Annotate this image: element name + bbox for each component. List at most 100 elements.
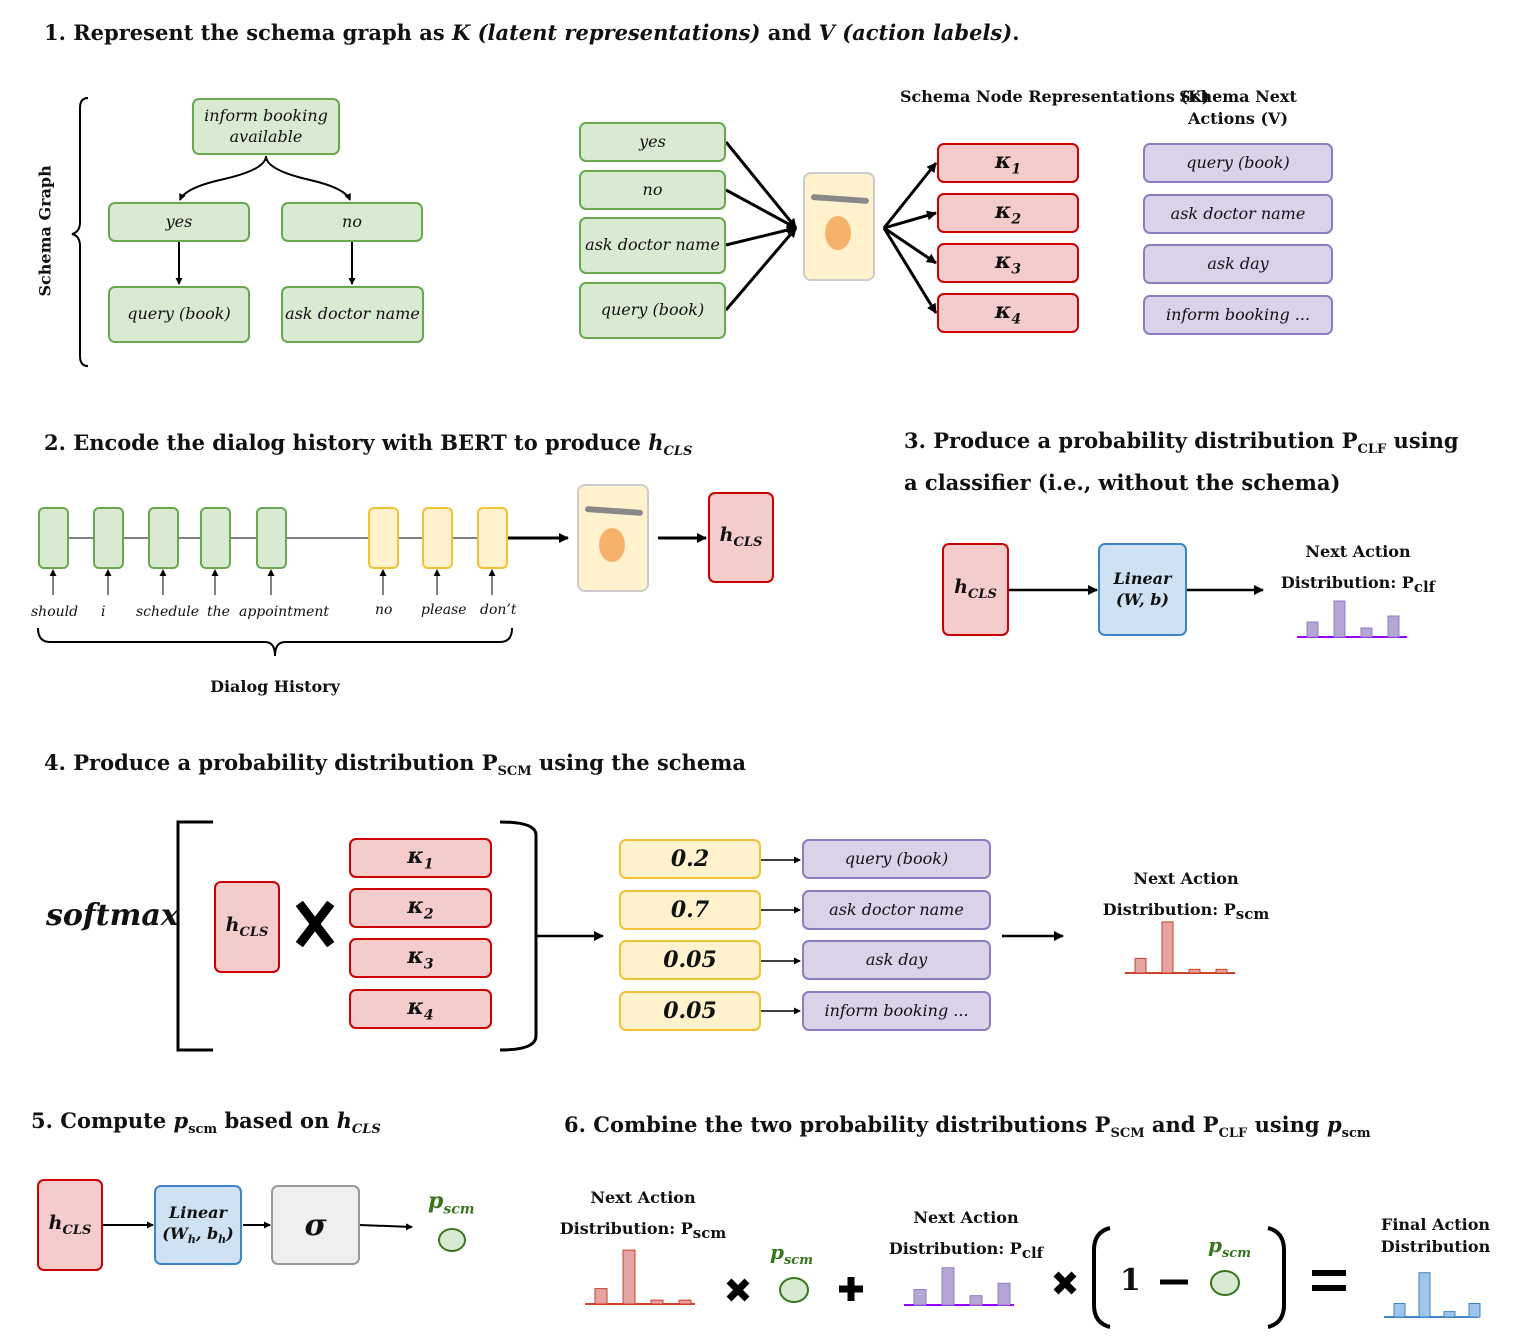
chart-bar	[997, 1282, 1011, 1306]
score-box: 0.05	[619, 991, 761, 1031]
sigmoid-box: σ	[271, 1185, 360, 1265]
bert-encoder-icon	[803, 172, 875, 281]
input-node-query-book: query (book)	[579, 282, 726, 339]
chart-bar	[1333, 600, 1346, 638]
step6-title: 6. Combine the two probability distribut…	[564, 1112, 1371, 1142]
chart-bar	[1468, 1303, 1481, 1318]
graph-node-yes: yes	[108, 202, 250, 242]
action-query-book: query (book)	[1143, 143, 1333, 183]
step2-title: 2. Encode the dialog history with BERT t…	[44, 430, 693, 460]
pscm-label: pscm	[770, 1240, 813, 1268]
plus-icon	[839, 1277, 863, 1301]
schema-graph-brace	[71, 97, 89, 367]
scm-distribution-chart	[1125, 921, 1235, 974]
dialog-history-brace	[37, 627, 513, 657]
chart-bar	[1443, 1311, 1456, 1318]
multiply-icon	[295, 900, 335, 948]
close-paren	[1267, 1226, 1286, 1329]
token-box	[200, 507, 231, 569]
scm-dist-label: Next Action Distribution: Pscm	[1102, 869, 1270, 924]
kappa-1: κ1	[937, 143, 1079, 183]
token-word: schedule	[136, 604, 200, 620]
kappa-1: κ1	[349, 838, 492, 878]
chart-bar	[913, 1289, 927, 1306]
action-ask-doctor: ask doctor name	[802, 890, 991, 930]
pscm-label: pscm	[428, 1188, 475, 1218]
chart-bar	[1161, 921, 1174, 974]
k-header: Schema Node Representations (K)	[900, 87, 1210, 106]
token-word: i	[101, 604, 106, 620]
scm-distribution-chart-step6	[585, 1249, 695, 1305]
token-word: should	[31, 604, 79, 620]
chart-bar	[1387, 615, 1400, 638]
step3-title: 3. Produce a probability distribution PC…	[904, 428, 1459, 496]
step1-title: 1. Represent the schema graph as K (late…	[44, 20, 1020, 45]
equals-icon	[1312, 1270, 1346, 1291]
score-box: 0.05	[619, 940, 761, 980]
kappa-3: κ3	[937, 243, 1079, 283]
multiply-icon	[726, 1278, 750, 1302]
score-box: 0.2	[619, 839, 761, 879]
graph-edge	[265, 155, 351, 201]
linear-layer-box: Linear (Wh, bh)	[154, 1185, 242, 1265]
kappa-3: κ3	[349, 938, 492, 978]
chart-bar	[1134, 957, 1147, 974]
step5-title: 5. Compute pscm based on hCLS	[31, 1108, 381, 1138]
v-header: Schema Next Actions (V)	[1179, 87, 1297, 128]
linear-layer-box: Linear(W, b)	[1098, 543, 1187, 636]
token-box	[477, 507, 508, 569]
clf-dist-label: Next Action Distribution: Pclf	[1280, 542, 1436, 597]
hcls-box: hCLS	[942, 543, 1009, 636]
scm-dist-label-step6: Next Action Distribution: Pscm	[559, 1188, 727, 1243]
action-ask-doctor: ask doctor name	[1143, 194, 1333, 234]
token-box	[93, 507, 124, 569]
token-box	[256, 507, 287, 569]
chart-bar	[1360, 627, 1373, 638]
graph-node-query-book: query (book)	[108, 286, 250, 343]
token-box	[422, 507, 453, 569]
pscm-label: pscm	[1208, 1233, 1251, 1261]
left-bracket	[176, 820, 213, 1052]
input-node-no: no	[579, 170, 726, 210]
token-word: don’t	[480, 602, 517, 618]
multiply-icon	[1053, 1271, 1077, 1295]
score-box: 0.7	[619, 890, 761, 930]
clf-distribution-chart	[1297, 600, 1407, 638]
chart-bar	[594, 1288, 608, 1305]
token-box	[368, 507, 399, 569]
token-word: please	[421, 602, 467, 618]
final-distribution-chart	[1384, 1272, 1481, 1318]
kappa-4: κ4	[937, 293, 1079, 333]
pscm-circle	[1210, 1270, 1240, 1296]
pscm-circle	[438, 1228, 466, 1252]
action-ask-day: ask day	[1143, 244, 1333, 284]
token-box	[38, 507, 69, 569]
kappa-2: κ2	[349, 888, 492, 928]
graph-node-no: no	[281, 202, 423, 242]
bert-encoder-icon	[577, 484, 649, 592]
kappa-4: κ4	[349, 989, 492, 1029]
one-label: 1	[1120, 1263, 1141, 1298]
chart-bar	[941, 1267, 955, 1306]
hcls-box: hCLS	[214, 881, 280, 973]
chart-bar	[1188, 968, 1201, 974]
token-box	[148, 507, 179, 569]
graph-edge	[179, 155, 267, 201]
kappa-2: κ2	[937, 193, 1079, 233]
input-node-ask-doctor: ask doctor name	[579, 217, 726, 274]
chart-bar	[1306, 621, 1319, 638]
right-bracket	[499, 820, 538, 1052]
graph-node-inform-booking: inform booking available	[192, 98, 340, 155]
hcls-box: hCLS	[708, 492, 774, 583]
chart-bar	[969, 1295, 983, 1306]
chart-bar	[622, 1249, 636, 1305]
chart-bar	[1215, 968, 1228, 974]
chart-bar	[678, 1299, 692, 1305]
action-ask-day: ask day	[802, 940, 991, 980]
clf-dist-label-step6: Next Action Distribution: Pclf	[888, 1208, 1044, 1263]
open-paren	[1092, 1226, 1111, 1329]
token-word: the	[207, 604, 230, 620]
action-inform-booking: inform booking ...	[1143, 295, 1333, 335]
step4-title: 4. Produce a probability distribution PS…	[44, 750, 747, 780]
